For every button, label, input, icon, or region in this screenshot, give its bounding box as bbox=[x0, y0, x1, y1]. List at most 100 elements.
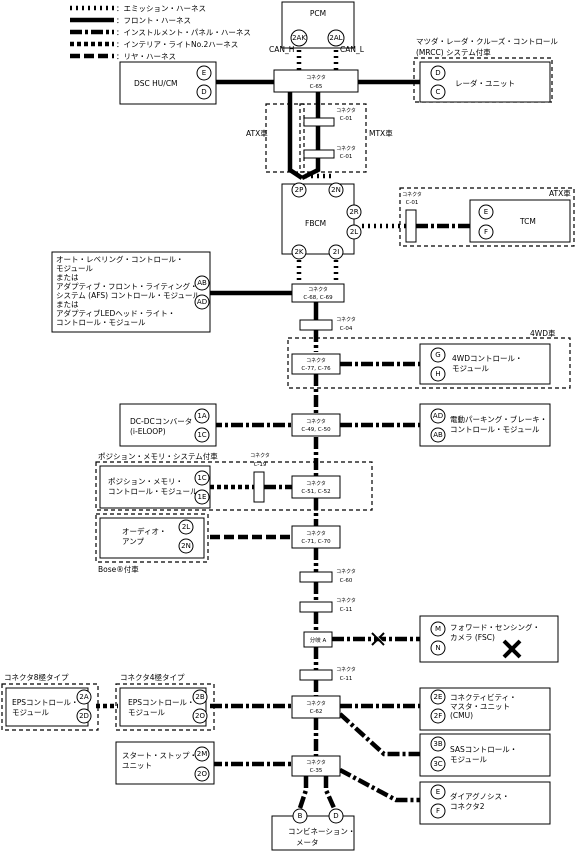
c62-code: C-62 bbox=[310, 709, 323, 715]
c62-word: コネクタ bbox=[306, 700, 326, 707]
pin-radar-c: C bbox=[430, 84, 446, 100]
c5152-word: コネクタ bbox=[306, 480, 326, 487]
pin-awd-h-label: H bbox=[435, 370, 440, 378]
c01b-word: コネクタ bbox=[336, 145, 356, 152]
pin-eps4-2o: 2O bbox=[192, 708, 208, 724]
leveling-box bbox=[51, 251, 211, 333]
wires bbox=[96, 44, 474, 809]
pin-fbcm-2r-label: 2R bbox=[349, 208, 358, 216]
wire-diag bbox=[338, 768, 426, 803]
pin-diag-e-label: E bbox=[436, 788, 440, 796]
eps8-line-2: モジュール bbox=[12, 708, 49, 717]
atx-group bbox=[265, 103, 305, 173]
pin-dcdc-1a: 1A bbox=[194, 408, 210, 424]
position-line-1: ポジション・メモリ・ bbox=[108, 477, 183, 486]
diag-line-2: コネクタ2 bbox=[450, 802, 485, 811]
startstop-line-2: ユニット bbox=[122, 761, 152, 770]
mrcc-title-2: (MRCC) システム付車 bbox=[416, 47, 491, 57]
c01a-word: コネクタ bbox=[336, 107, 356, 114]
cmu-line-3: (CMU) bbox=[450, 711, 473, 720]
pin-eps4-2o-label: 2O bbox=[195, 712, 205, 720]
c7170-word: コネクタ bbox=[306, 530, 326, 537]
pin-dsc-d: D bbox=[196, 84, 212, 100]
position-box bbox=[99, 465, 211, 509]
epb-line-2: コントロール・モジュール bbox=[450, 425, 540, 434]
fsc-line-1: フォワード・センシング・ bbox=[450, 622, 540, 632]
audio-line-2: アンプ bbox=[122, 537, 144, 546]
pin-sas-3b-label: 3B bbox=[433, 740, 442, 748]
bose-label: Bose®付車 bbox=[98, 564, 139, 574]
connector-c01-tcm: コネクタ C-01 bbox=[402, 191, 422, 243]
c7776-code: C-77, C-76 bbox=[301, 366, 331, 372]
radar-label: レーダ・ユニット bbox=[455, 78, 515, 88]
c11a-word: コネクタ bbox=[336, 597, 356, 604]
pin-dcdc-1a-label: 1A bbox=[197, 412, 206, 420]
connector-c11-bottom: コネクタ C-11 bbox=[299, 666, 356, 682]
c11b-code: C-11 bbox=[340, 676, 353, 682]
pin-eps8-2d-label: 2D bbox=[79, 712, 89, 720]
pin-awd-g: G bbox=[430, 347, 446, 363]
leveling-line-6: または bbox=[56, 300, 79, 309]
pin-combi-d-label: D bbox=[333, 812, 338, 820]
audio-group bbox=[95, 513, 209, 563]
fsc-disconnect-mark bbox=[371, 631, 386, 646]
pin-awd-h: H bbox=[430, 366, 446, 382]
pin-cmu-2e-label: 2E bbox=[434, 693, 443, 701]
c60-word: コネクタ bbox=[336, 568, 356, 575]
dcdc-line-1: DC-DCコンバータ bbox=[130, 417, 192, 426]
pin-dsc-d-label: D bbox=[201, 88, 206, 96]
wire-combi-d bbox=[323, 776, 337, 809]
pin-eps8-2d: 2D bbox=[76, 708, 92, 724]
c6869-word: コネクタ bbox=[308, 286, 328, 293]
c01a-code: C-01 bbox=[340, 116, 353, 122]
pin-fbcm-2p-label: 2P bbox=[295, 186, 304, 194]
pcm-label: PCM bbox=[310, 9, 326, 18]
awd-line-1: 4WDコントロール・ bbox=[452, 354, 522, 363]
pin-epb-ad-label: AD bbox=[433, 412, 443, 420]
pin-ss-2o: 2O bbox=[194, 766, 210, 782]
c04-code: C-04 bbox=[340, 326, 353, 332]
cmu-line-2: マスタ・ユニット bbox=[450, 702, 510, 711]
connector-c35: コネクタ C-35 bbox=[291, 755, 341, 777]
combi-line-1: コンビネーション・ bbox=[288, 827, 355, 836]
pin-diag-f-label: F bbox=[436, 807, 440, 815]
leveling-line-1: オート・レベリング・コントロール・ bbox=[56, 254, 184, 264]
eps8-title: コネクタ8極タイプ bbox=[4, 672, 69, 682]
c11b-word: コネクタ bbox=[336, 666, 356, 673]
pin-audio-2l: 2L bbox=[178, 519, 194, 535]
pin-lev-ab: AB bbox=[194, 275, 210, 291]
pin-ss-2m: 2M bbox=[194, 746, 210, 762]
pin-cmu-2f-label: 2F bbox=[434, 712, 442, 720]
connector-c65: コネクタ C-65 bbox=[273, 69, 359, 93]
sas-line-1: SASコントロール・ bbox=[450, 745, 517, 754]
pin-fsc-m: M bbox=[430, 621, 446, 637]
pin-combi-b: B bbox=[292, 808, 308, 824]
leveling-line-5: システム (AFS) コントロール・モジュール bbox=[56, 291, 200, 300]
pin-epb-ab-label: AB bbox=[433, 431, 443, 439]
eps4-line-2: モジュール bbox=[128, 708, 165, 717]
eps4-box bbox=[119, 687, 207, 727]
atx-label-1: ATX車 bbox=[246, 128, 268, 138]
eps8-line-1: EPSコントロール・ bbox=[12, 698, 79, 707]
c11a-code: C-11 bbox=[340, 607, 353, 613]
pin-eps8-2a-label: 2A bbox=[79, 693, 88, 701]
connector-c04: コネクタ C-04 bbox=[299, 316, 356, 332]
pin-pcm-2ak: 2AK bbox=[290, 29, 308, 47]
pin-diag-e: E bbox=[430, 784, 446, 800]
pin-combi-b-label: B bbox=[298, 812, 303, 820]
c4950-code: C-49, C-50 bbox=[301, 427, 331, 433]
wd4-label: 4WD車 bbox=[530, 328, 556, 338]
pin-fsc-n: N bbox=[430, 640, 446, 656]
wd4-group bbox=[287, 337, 571, 389]
wire-atx-trunk bbox=[287, 92, 304, 180]
position-group bbox=[95, 461, 373, 511]
eps4-title: コネクタ4極タイプ bbox=[120, 672, 185, 682]
startstop-line-1: スタート・ストップ・ bbox=[122, 751, 197, 760]
pin-dcdc-1c-label: 1C bbox=[197, 431, 206, 439]
pin-tcm-f-label: F bbox=[484, 228, 488, 236]
combi-line-2: メータ bbox=[296, 838, 319, 847]
fsc-unavailable-icon bbox=[502, 639, 522, 659]
fbcm-box bbox=[281, 183, 355, 255]
tcm-group bbox=[399, 187, 575, 247]
c35-code: C-35 bbox=[310, 768, 323, 774]
